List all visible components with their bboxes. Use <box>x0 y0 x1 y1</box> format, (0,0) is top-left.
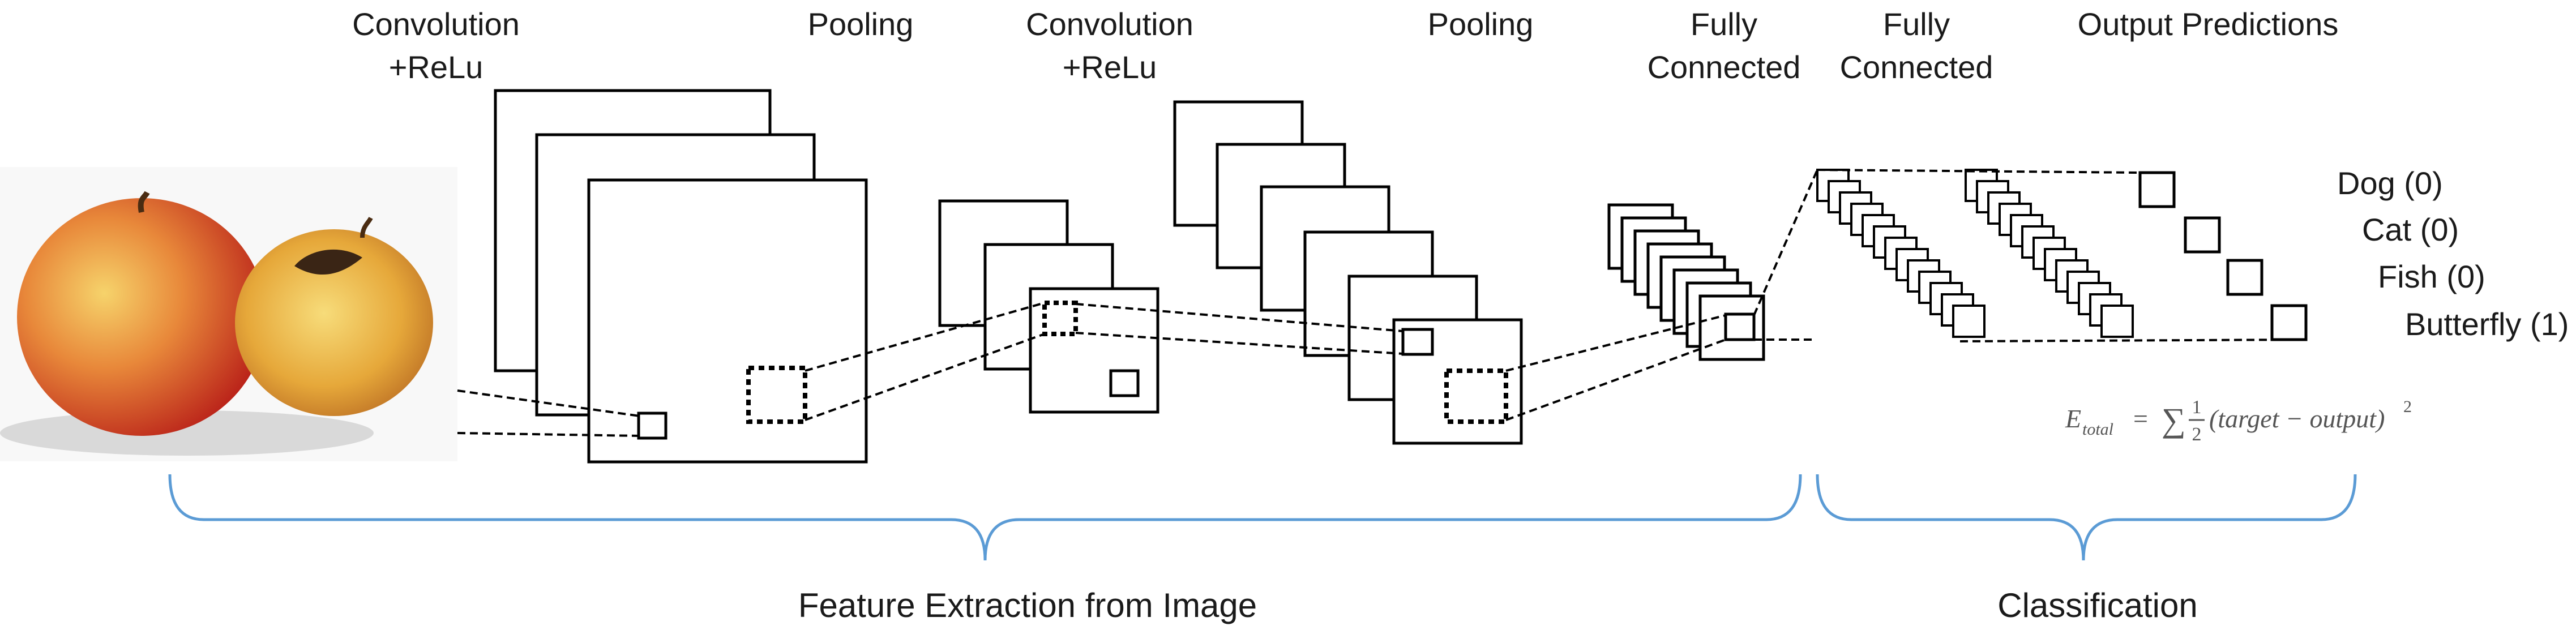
formula-numerator: 1 <box>2192 397 2202 418</box>
fc2-neurons <box>1816 169 1986 338</box>
neuron-box <box>2100 305 2134 338</box>
class-label-cat: Cat (0) <box>2362 212 2459 247</box>
formula-sum: ∑ <box>2162 401 2186 439</box>
conv1-label-line1: Convolution <box>352 6 520 42</box>
fc2-label-line2: Connected <box>1840 49 1993 85</box>
pool2-maps <box>1173 100 1523 445</box>
output-node-butterfly <box>2270 304 2308 341</box>
fc3-neurons <box>1965 169 2134 338</box>
loss-formula: E total = ∑ 1 2 (target − output) 2 <box>2065 397 2412 445</box>
output-node-fish <box>2226 259 2263 296</box>
formula-denominator: 2 <box>2192 424 2202 445</box>
pool2-window <box>1444 368 1508 424</box>
formula-lhs: E <box>2065 404 2081 433</box>
class-label-fish: Fish (0) <box>2378 259 2485 294</box>
projection-lines <box>457 169 2307 437</box>
formula-exponent: 2 <box>2403 397 2412 416</box>
pool1-label: Pooling <box>808 6 914 42</box>
input-image <box>0 167 457 461</box>
conv2-label-line1: Convolution <box>1026 6 1193 42</box>
classification-label: Classification <box>1997 586 2197 624</box>
feature-extraction-label: Feature Extraction from Image <box>798 586 1257 624</box>
conv2-maps <box>938 199 1159 414</box>
conv2-kernel <box>1109 369 1140 397</box>
classification-brace <box>1816 474 2357 561</box>
pool2-kernel <box>1401 328 1434 356</box>
conv2-label-line2: +ReLu <box>1063 49 1157 85</box>
output-node-dog <box>2138 171 2176 208</box>
rotten-apple <box>235 229 433 416</box>
feature-extraction-brace <box>168 474 1802 561</box>
conv1-maps <box>494 89 868 464</box>
output-nodes <box>2138 171 2308 341</box>
class-label-dog: Dog (0) <box>2337 165 2443 201</box>
conv1-kernel <box>637 412 667 440</box>
conv1-label-line2: +ReLu <box>389 49 483 85</box>
formula-subscript: total <box>2082 420 2113 439</box>
fresh-apple <box>17 198 266 436</box>
fc2-label-line1: Fully <box>1883 6 1950 42</box>
neuron-box <box>1952 305 1986 338</box>
output-node-cat <box>2184 216 2221 254</box>
fc1-kernel <box>1724 312 1756 341</box>
formula-body: (target − output) <box>2209 404 2385 433</box>
class-label-butterfly: Butterfly (1) <box>2405 306 2569 342</box>
formula-equals: = <box>2133 404 2148 433</box>
pool2-label: Pooling <box>1428 6 1534 42</box>
fc1-label-line2: Connected <box>1648 49 1801 85</box>
pool1-window <box>746 366 807 424</box>
conv2-receptive-field <box>1042 301 1078 336</box>
fc1-label-line1: Fully <box>1691 6 1757 42</box>
output-label: Output Predictions <box>2078 6 2339 42</box>
